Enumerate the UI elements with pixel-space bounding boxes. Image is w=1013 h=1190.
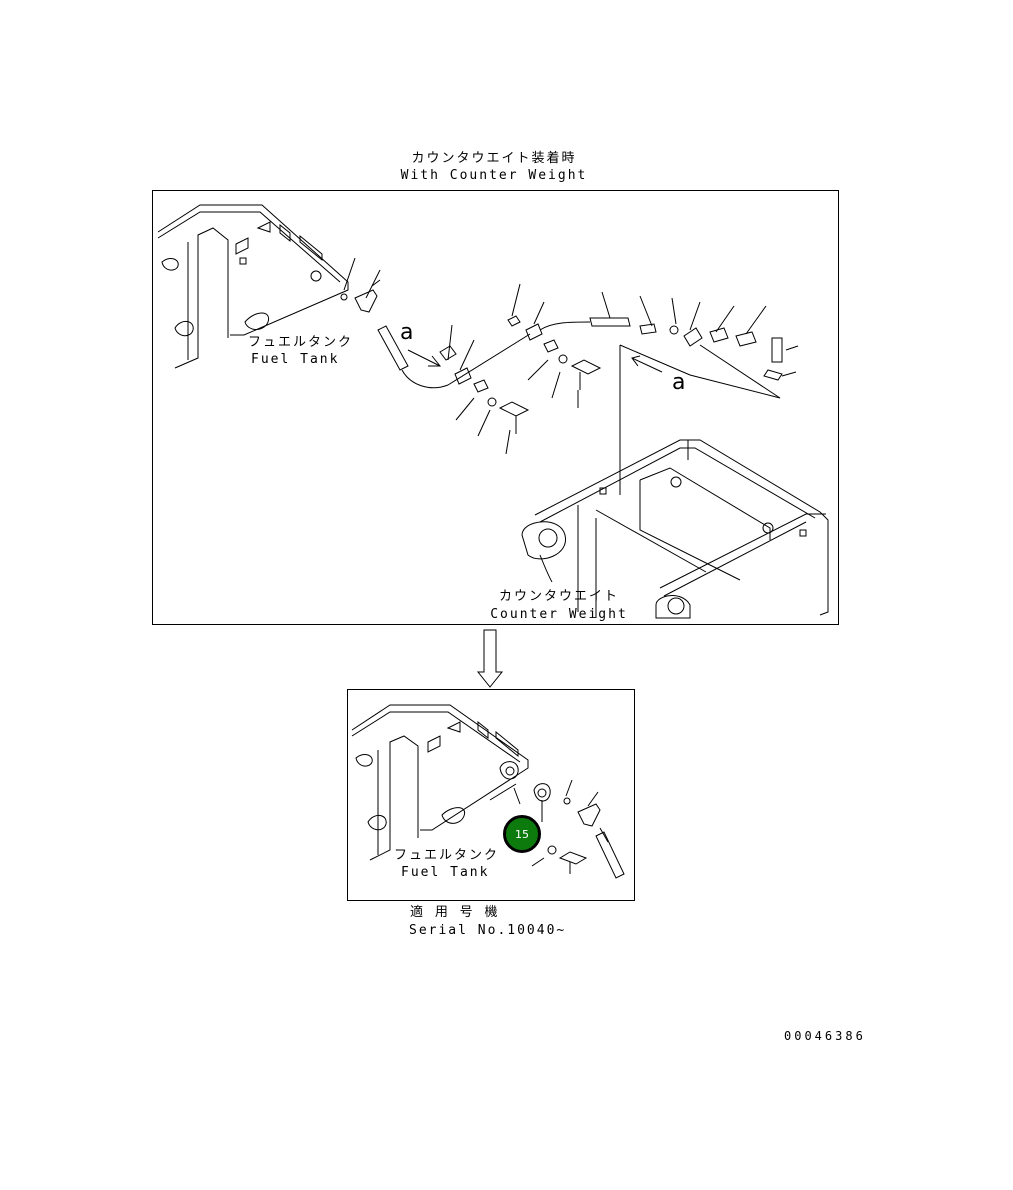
bottom-fuel-tank-jp: フュエルタンク	[394, 848, 500, 863]
bottom-diagram-frame	[347, 689, 635, 901]
counter-weight-drawing	[522, 440, 828, 618]
counter-weight-en: Counter Weight	[490, 607, 628, 622]
bottom-fuel-tank-drawing	[352, 705, 528, 860]
bottom-part-string	[514, 780, 624, 878]
counter-weight-jp: カウンタウエイト	[498, 589, 620, 604]
bottom-fuel-tank-en: Fuel Tank	[401, 865, 490, 880]
serial-label-jp: 適 用 号 機	[410, 905, 500, 920]
top-fuel-tank-jp: フュエルタンク	[248, 335, 354, 350]
serial-label-en: Serial No.10040~	[409, 923, 567, 938]
view-arrow-left-letter: a	[400, 320, 414, 345]
top-header-jp: カウンタウエイト装着時	[411, 151, 577, 166]
top-diagram-frame	[152, 190, 839, 625]
top-fuel-tank-en: Fuel Tank	[251, 352, 340, 367]
direction-arrows	[408, 350, 662, 372]
top-leader-lines	[344, 258, 798, 454]
drawing-number: 00046386	[784, 1029, 866, 1043]
fuel-tank-drawing	[158, 205, 348, 368]
bracket-plate	[620, 345, 780, 495]
callout-15[interactable]: 15	[503, 815, 541, 853]
top-header-en: With Counter Weight	[400, 168, 588, 183]
left-part-string	[341, 280, 782, 434]
view-arrow-right-letter: a	[672, 370, 686, 395]
